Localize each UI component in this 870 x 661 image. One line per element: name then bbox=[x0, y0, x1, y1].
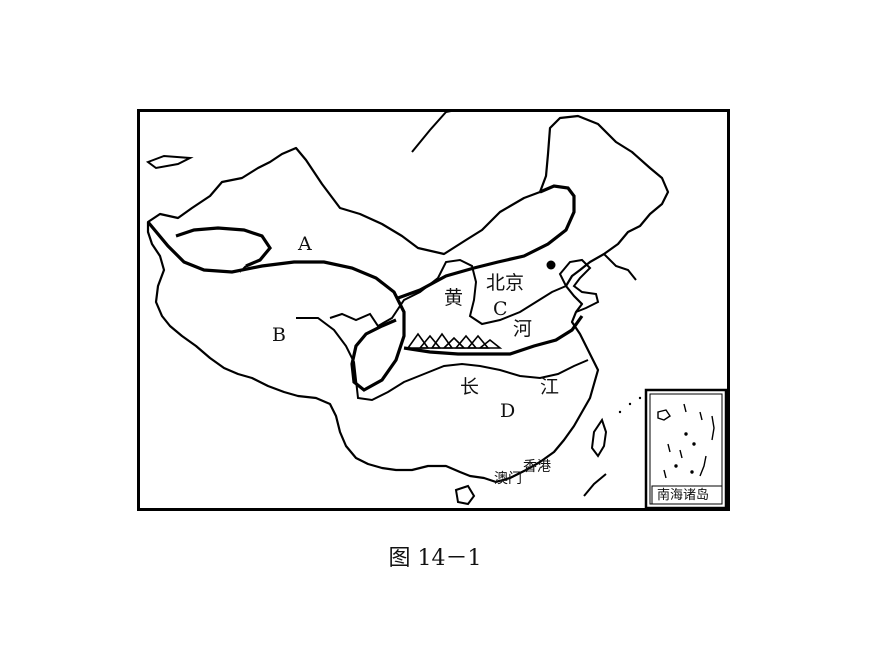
boundary-west bbox=[146, 220, 406, 392]
place-label-hongkong: 香港 bbox=[523, 459, 551, 475]
inset-label-box bbox=[651, 485, 723, 505]
river-label-he: 河 bbox=[513, 318, 533, 340]
region-label-d: D bbox=[500, 400, 516, 422]
region-label-c: C bbox=[493, 298, 508, 320]
region-label-b: B bbox=[272, 324, 286, 346]
inset-islands bbox=[657, 403, 715, 479]
qinling-mountains bbox=[406, 332, 503, 349]
yangtze-river bbox=[296, 317, 589, 402]
inset-label: 南海诸岛 bbox=[657, 488, 710, 503]
hainan-island bbox=[454, 484, 476, 506]
figure-caption: 图 14－1 bbox=[388, 546, 482, 571]
taiwan-island bbox=[590, 417, 608, 458]
north-fragment bbox=[145, 154, 194, 170]
boundary-north bbox=[397, 184, 576, 300]
place-label-beijing: 北京 bbox=[486, 272, 525, 294]
beijing-dot bbox=[546, 260, 556, 270]
place-label-macau: 澳门 bbox=[494, 471, 522, 487]
boundary-a bbox=[175, 226, 272, 268]
map-frame bbox=[137, 109, 730, 511]
region-label-a: A bbox=[298, 233, 312, 255]
boundary-a-dash bbox=[239, 265, 247, 273]
korea-coast bbox=[603, 253, 637, 281]
river-label-huang: 黄 bbox=[444, 287, 464, 309]
north-east-fragment bbox=[411, 109, 457, 153]
river-label-jiang: 江 bbox=[540, 376, 560, 398]
boundary-qinling bbox=[403, 315, 584, 356]
yellow-river bbox=[329, 258, 567, 328]
south-east-fragment bbox=[583, 473, 607, 497]
bohai-coast bbox=[558, 258, 600, 313]
east-islands bbox=[618, 396, 642, 414]
river-label-chang: 长 bbox=[460, 376, 480, 398]
china-outline bbox=[146, 114, 670, 484]
